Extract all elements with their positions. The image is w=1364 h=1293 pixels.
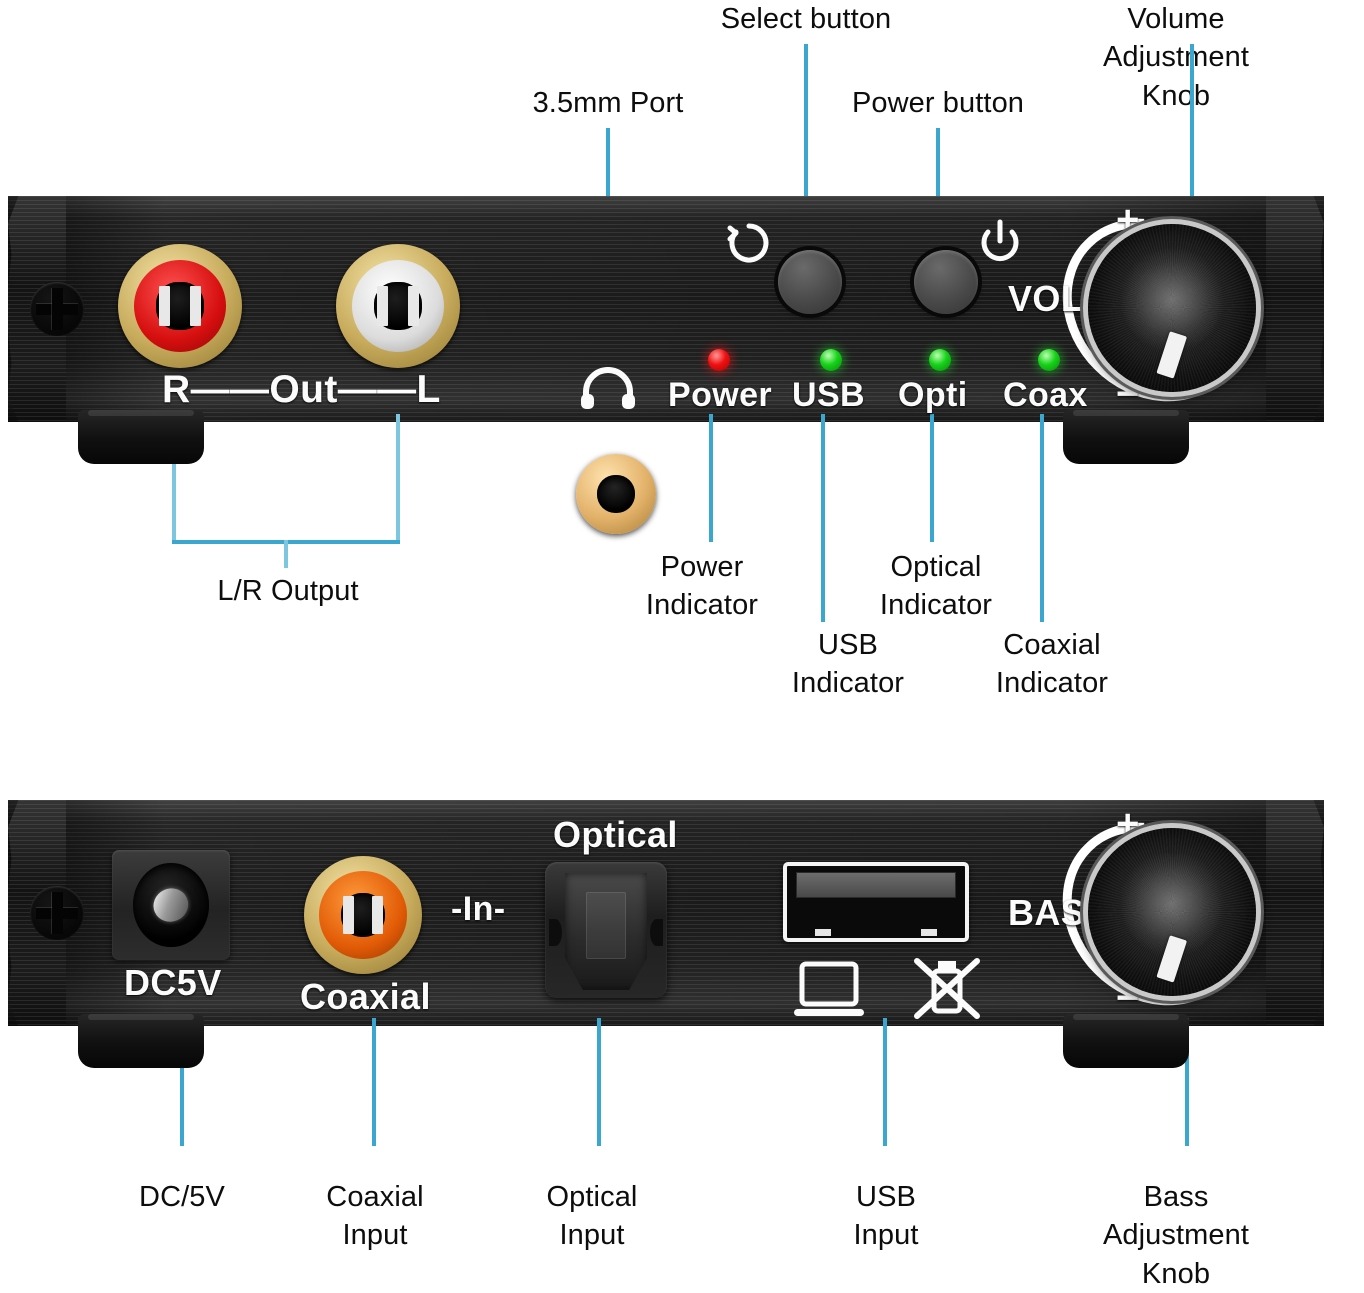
- leader-select-button: [804, 44, 808, 256]
- usb-input-port[interactable]: [783, 862, 969, 942]
- usb-led-label: USB: [792, 376, 865, 414]
- annotation-volume-knob: Volume Adjustment Knob: [1102, 3, 1250, 112]
- annotation-coaxial-input: Coaxial Input: [326, 1181, 424, 1252]
- annotation-coaxial-indicator: Coaxial Indicator: [995, 629, 1109, 700]
- optical-led-label: Opti: [898, 376, 968, 414]
- bracket-stem-lr-output: [284, 540, 288, 568]
- headphone-icon: [581, 367, 635, 409]
- rca-output-left-jack[interactable]: [336, 244, 460, 368]
- rubber-foot-left: [78, 410, 204, 464]
- coaxial-led-indicator: [1038, 349, 1060, 371]
- dc-power-jack[interactable]: [112, 850, 230, 960]
- optical-toslink-port[interactable]: [545, 862, 667, 998]
- rubber-foot-right-rear: [1063, 1014, 1189, 1068]
- chassis-edge-right-rear: [1266, 800, 1324, 1026]
- chassis-edge-right: [1266, 196, 1324, 422]
- volume-plus-marker: +: [1116, 198, 1140, 242]
- coaxial-input-jack[interactable]: [304, 856, 422, 974]
- volume-adjustment-knob[interactable]: [1088, 224, 1256, 392]
- bass-adjustment-knob[interactable]: [1088, 828, 1256, 996]
- vol-silkscreen: VOL: [1008, 278, 1084, 319]
- leader-volume-knob: [1190, 44, 1194, 230]
- leader-3-5mm-port: [606, 128, 610, 250]
- front-panel-device: R——Out——L VOL Power U: [8, 181, 1324, 534]
- leader-power-button: [936, 128, 940, 256]
- leader-dc-5v: [180, 1018, 184, 1146]
- annotation-optical-input: Optical Input: [546, 1181, 638, 1252]
- optical-led-indicator: [929, 349, 951, 371]
- leader-rca-right: [172, 414, 176, 544]
- power-led-label: Power: [668, 376, 773, 414]
- annotation-dc-5v: DC/5V: [139, 1181, 225, 1213]
- dc5v-silkscreen: DC5V: [124, 962, 222, 1003]
- annotation-power-indicator: Power Indicator: [645, 551, 759, 622]
- leader-coaxial-input: [372, 1018, 376, 1146]
- leader-power-indicator: [709, 414, 713, 542]
- coaxial-silkscreen: Coaxial: [300, 976, 431, 1017]
- bass-plus-marker: +: [1116, 802, 1140, 846]
- rubber-foot-left-rear: [78, 1014, 204, 1068]
- power-icon: [981, 219, 1019, 262]
- headphone-jack-3-5mm[interactable]: [576, 454, 656, 534]
- annotation-power-button: Power button: [851, 87, 1025, 119]
- rear-panel-device: DC5V Coaxial -In- Optical: [8, 785, 1324, 1068]
- rca-out-silkscreen: R——Out——L: [162, 368, 441, 411]
- leader-coaxial-indicator: [1040, 414, 1044, 622]
- leader-optical-input: [597, 1018, 601, 1146]
- annotation-optical-indicator: Optical Indicator: [879, 551, 993, 622]
- annotation-usb-input: USB Input: [853, 1181, 919, 1252]
- power-button[interactable]: [914, 250, 978, 314]
- annotation-usb-indicator: USB Indicator: [791, 629, 905, 700]
- rubber-foot-right: [1063, 410, 1189, 464]
- annotation-bass-knob: Bass Adjustment Knob: [1102, 1181, 1250, 1290]
- laptop-icon: [794, 961, 864, 1016]
- annotation-3-5mm-port: 3.5mm Port: [532, 87, 684, 119]
- front-chassis: [8, 196, 1324, 422]
- product-diagram: 3.5mm Port Select button Power button Vo…: [8, 3, 1324, 1290]
- annotation-select-button: Select button: [720, 3, 892, 35]
- leader-optical-indicator: [930, 414, 934, 542]
- leader-bass-knob: [1185, 1018, 1189, 1146]
- power-led-indicator: [708, 349, 730, 371]
- rca-output-right-jack[interactable]: [118, 244, 242, 368]
- no-udisk-icon: [914, 958, 980, 1019]
- leader-usb-input: [883, 1018, 887, 1146]
- select-button[interactable]: [778, 250, 842, 314]
- leader-rca-left: [396, 414, 400, 544]
- usb-led-indicator: [820, 349, 842, 371]
- coaxial-led-label: Coax: [1003, 376, 1088, 414]
- phillips-screw-icon-rear: [30, 886, 84, 940]
- leader-usb-indicator: [821, 414, 825, 622]
- optical-silkscreen: Optical: [553, 814, 678, 855]
- select-loop-icon: [727, 223, 769, 263]
- phillips-screw-icon: [30, 282, 84, 336]
- annotation-lr-output: L/R Output: [217, 575, 359, 607]
- in-silkscreen: -In-: [451, 890, 506, 928]
